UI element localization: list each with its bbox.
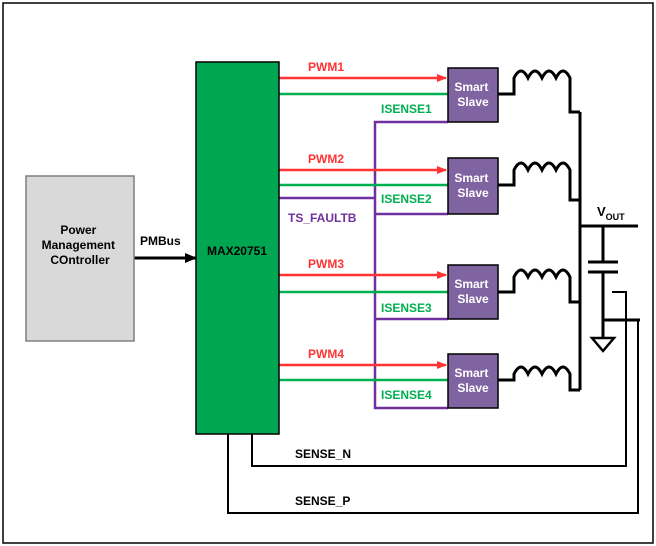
pwm3-label: PWM3: [308, 257, 344, 271]
isense3-label: ISENSE3: [381, 301, 432, 315]
smart-slave-1-box: [447, 67, 499, 123]
sense-n-line: [251, 291, 627, 467]
controller-label-line3: COntroller: [50, 253, 110, 267]
smart-slave-3-label: Smart Slave: [454, 277, 491, 306]
smart-slave-3: Smart Slave: [447, 264, 499, 320]
pwm2-label: PWM2: [308, 152, 344, 166]
inductor-4: [498, 365, 580, 392]
smart-slave-2-box: [447, 157, 499, 215]
isense4-label: ISENSE4: [381, 388, 432, 402]
inductor-2: [498, 161, 580, 202]
smart-slave-2-label: Smart Slave: [454, 171, 491, 200]
isense1-label: ISENSE1: [381, 102, 432, 116]
smart-slave-1: Smart Slave: [447, 67, 499, 123]
vout-subscript: OUT: [606, 212, 626, 222]
vout-label: VOUT: [597, 204, 625, 222]
inductor-3: [498, 268, 580, 304]
smart-slave-1-label: Smart Slave: [454, 80, 491, 109]
controller-label-line2: Management: [42, 238, 115, 252]
ground-icon: [589, 336, 617, 353]
sense-p-label: SENSE_P: [295, 494, 350, 508]
smart-slave-2: Smart Slave: [447, 157, 499, 215]
controller-label-line1: Power: [60, 223, 96, 237]
max20751-label: MAX20751: [207, 244, 267, 258]
smart-slave-3-box: [447, 264, 499, 320]
max20751-block: [195, 61, 280, 435]
isense2-label: ISENSE2: [381, 192, 432, 206]
power-management-controller: [25, 175, 135, 342]
pwm1-label: PWM1: [308, 60, 344, 74]
inductor-1: [498, 69, 580, 114]
controller-label: Power Management COntroller: [42, 223, 119, 267]
pwm4-label: PWM4: [308, 347, 344, 361]
pmbus-label: PMBus: [140, 234, 181, 248]
ts-faultb-bus: [373, 120, 448, 410]
smart-slave-4-box: [447, 353, 499, 409]
smart-slave-4: Smart Slave: [447, 353, 499, 409]
ts-faultb-label: TS_FAULTB: [288, 211, 357, 225]
smart-slave-4-label: Smart Slave: [454, 366, 491, 395]
sense-n-label: SENSE_N: [295, 447, 351, 461]
vout-main: V: [597, 204, 606, 219]
